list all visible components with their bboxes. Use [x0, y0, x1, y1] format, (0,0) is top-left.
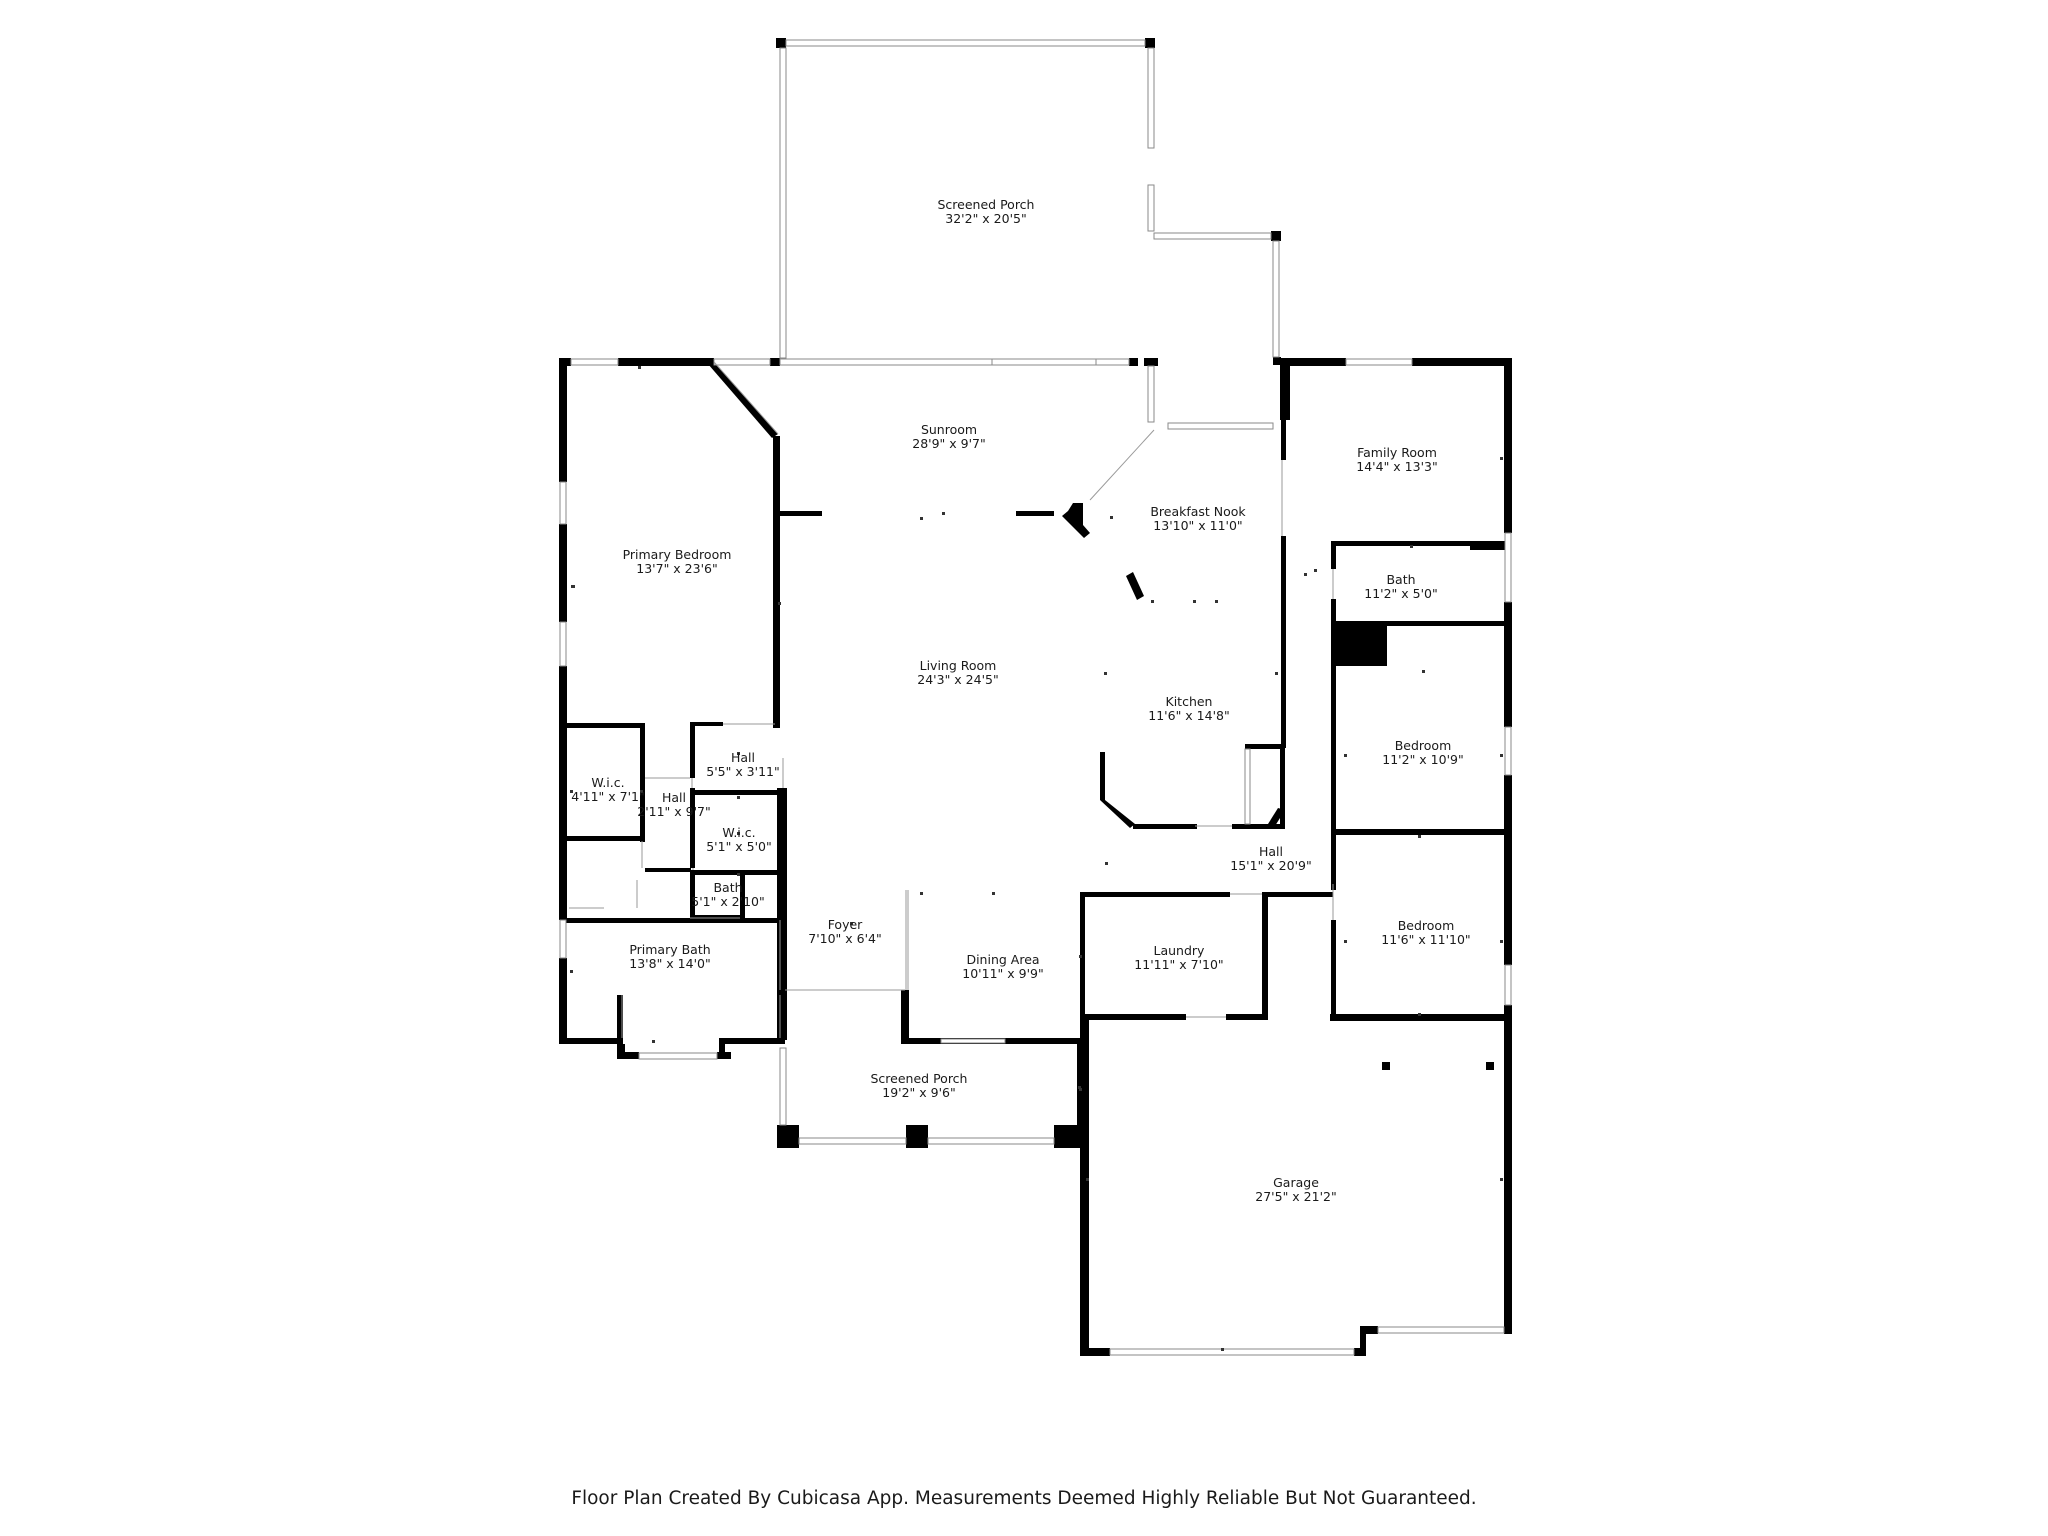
room-name: Family Room — [1357, 445, 1437, 460]
room-label-wic-2: W.i.c.5'1" x 5'0" — [706, 825, 772, 854]
room-name: Hall — [662, 790, 686, 805]
room-dimensions: 28'9" x 9'7" — [912, 436, 985, 451]
room-name: Foyer — [828, 917, 863, 932]
room-name: Kitchen — [1166, 694, 1213, 709]
room-name: Hall — [1259, 844, 1283, 859]
room-dimensions: 11'6" x 14'8" — [1148, 708, 1229, 723]
room-dimensions: 11'11" x 7'10" — [1134, 957, 1223, 972]
disclaimer-footer: Floor Plan Created By Cubicasa App. Meas… — [571, 1488, 1477, 1509]
room-name: Primary Bath — [629, 942, 710, 957]
room-dimensions: 32'2" x 20'5" — [945, 211, 1026, 226]
room-name: Screened Porch — [871, 1071, 968, 1086]
room-dimensions: 10'11" x 9'9" — [962, 966, 1043, 981]
room-dimensions: 11'2" x 10'9" — [1382, 752, 1463, 767]
door-openings — [569, 361, 1334, 1038]
room-name: Garage — [1273, 1175, 1319, 1190]
room-dimensions: 4'11" x 7'1" — [571, 789, 644, 804]
room-dimensions: 5'1" x 5'0" — [706, 839, 772, 854]
room-name: Breakfast Nook — [1150, 504, 1246, 519]
walls — [559, 38, 1512, 1356]
room-dimensions: 7'10" x 6'4" — [808, 931, 881, 946]
room-dimensions: 11'2" x 5'0" — [1364, 586, 1437, 601]
dimension-ticks — [570, 366, 1503, 1351]
room-name: Bedroom — [1395, 738, 1452, 753]
room-name: Dining Area — [966, 952, 1039, 967]
room-dimensions: 27'5" x 21'2" — [1255, 1189, 1336, 1204]
room-name: Laundry — [1154, 943, 1206, 958]
windows — [559, 39, 1512, 1356]
room-label-wic-1: W.i.c.4'11" x 7'1" — [571, 775, 644, 804]
room-dimensions: 24'3" x 24'5" — [917, 672, 998, 687]
room-name: W.i.c. — [722, 825, 755, 840]
room-name: Bath — [713, 880, 742, 895]
room-dimensions: 5'5" x 3'11" — [706, 764, 779, 779]
room-name: Screened Porch — [938, 197, 1035, 212]
room-name: Sunroom — [921, 422, 977, 437]
room-name: Bath — [1386, 572, 1415, 587]
room-dimensions: 5'1" x 2'10" — [691, 894, 764, 909]
room-name: Hall — [731, 750, 755, 765]
room-name: W.i.c. — [591, 775, 624, 790]
room-dimensions: 13'7" x 23'6" — [636, 561, 717, 576]
room-dimensions: 15'1" x 20'9" — [1230, 858, 1311, 873]
room-dimensions: 14'4" x 13'3" — [1356, 459, 1437, 474]
room-dimensions: 11'6" x 11'10" — [1381, 932, 1470, 947]
room-dimensions: 19'2" x 9'6" — [882, 1085, 955, 1100]
room-dimensions: 2'11" x 9'7" — [637, 804, 710, 819]
room-dimensions: 13'8" x 14'0" — [629, 956, 710, 971]
room-name: Living Room — [920, 658, 997, 673]
room-name: Primary Bedroom — [623, 547, 732, 562]
room-name: Bedroom — [1398, 918, 1455, 933]
room-dimensions: 13'10" x 11'0" — [1153, 518, 1242, 533]
